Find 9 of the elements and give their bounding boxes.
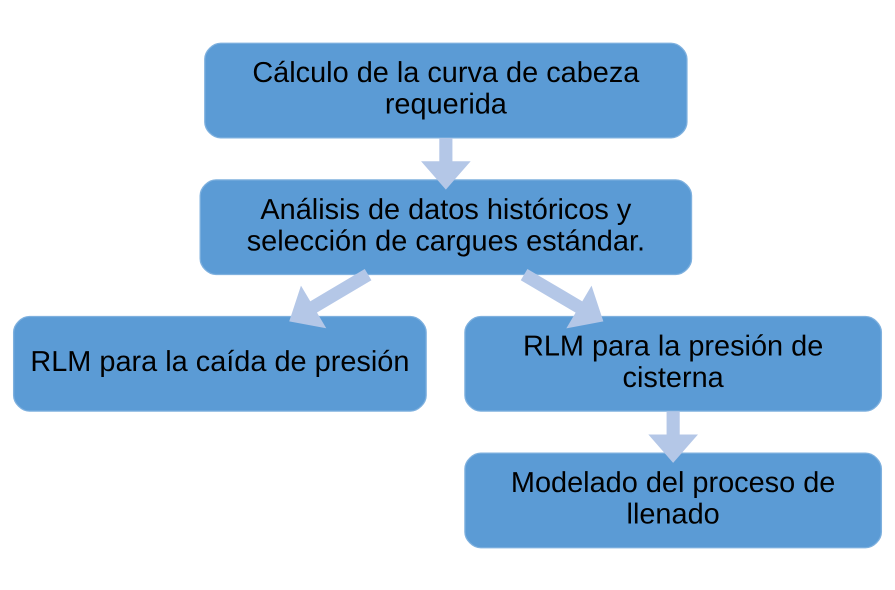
arrow	[289, 268, 372, 328]
node-box: RLM para la presión de cisterna	[464, 315, 882, 412]
node-box: RLM para la caída de presión	[12, 315, 427, 412]
arrow	[520, 268, 604, 328]
arrow	[421, 137, 471, 190]
node-box: Análisis de datos históricos y selección de cargues estándar.	[200, 178, 692, 275]
node-box: Cálculo de la curva de cabeza requerida	[204, 42, 688, 138]
node-box: Modelado del proceso de llenado	[464, 452, 882, 548]
arrow	[648, 410, 698, 462]
